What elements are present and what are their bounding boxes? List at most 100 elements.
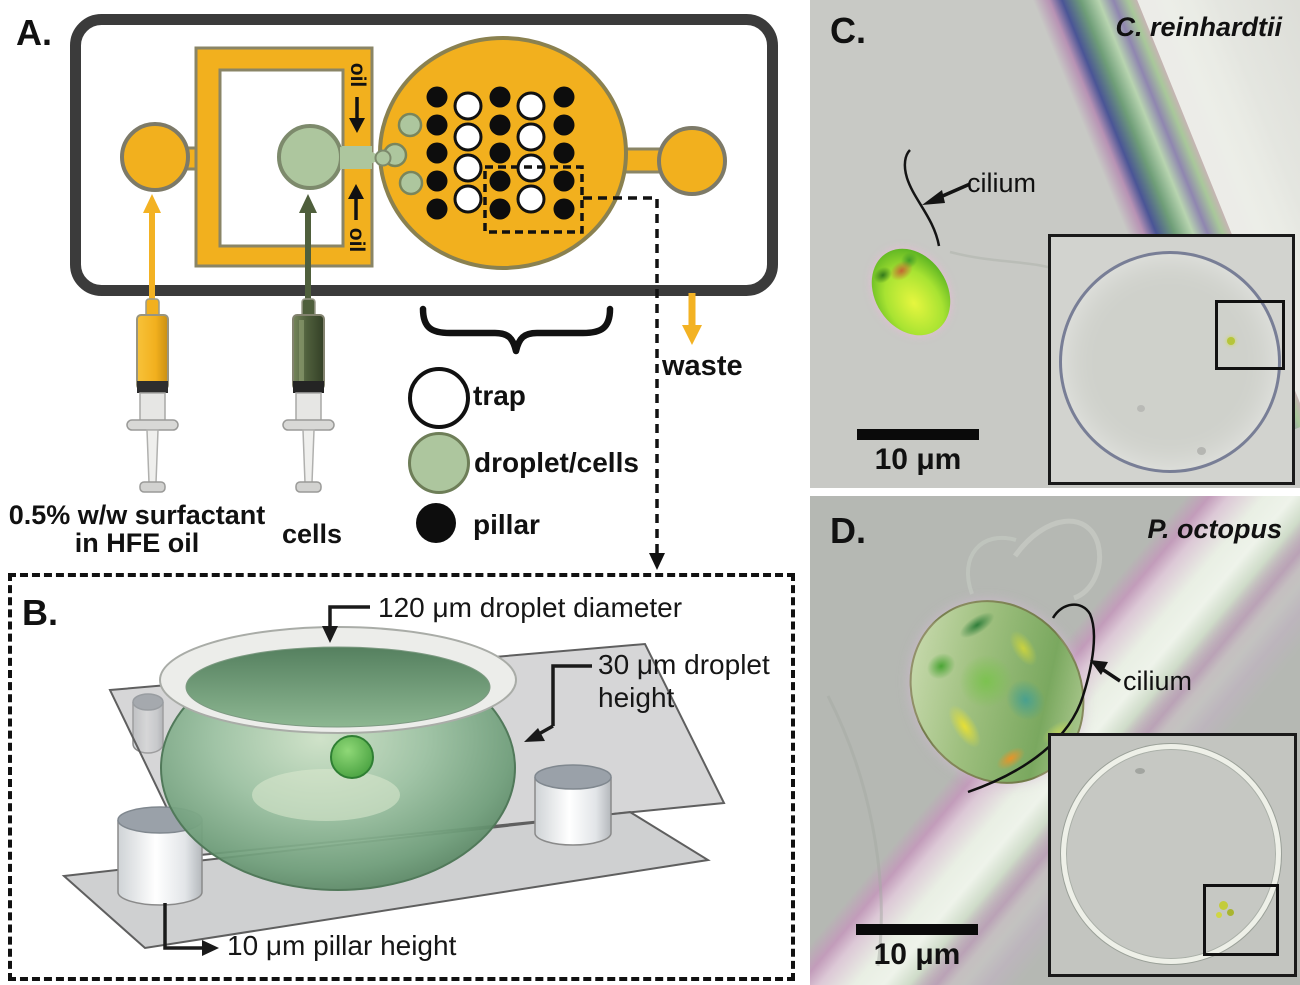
ghost-cilium-d2 <box>965 535 1017 595</box>
cilium-label-d: cilium <box>1123 666 1193 696</box>
scale-label-c: 10 μm <box>874 443 962 476</box>
oil-inlet-port <box>120 122 190 192</box>
waste-arrow-icon <box>682 293 702 345</box>
droplet-height-leader-icon <box>524 664 592 742</box>
trap-dot <box>516 91 546 121</box>
surfactant-label-line2: in HFE oil <box>74 528 200 558</box>
trapped-droplet <box>159 626 517 891</box>
legend-trap-symbol <box>408 367 470 429</box>
trap-dot <box>453 91 483 121</box>
pillar-dot <box>553 170 575 192</box>
waste-label: waste <box>662 350 743 382</box>
pillar-dot <box>489 86 511 108</box>
pillar-dot <box>426 114 448 136</box>
panel-b-drawing <box>61 605 726 956</box>
faint-second-cilium <box>949 250 1063 274</box>
pillar-dot <box>489 170 511 192</box>
legend-pillar-label: pillar <box>473 509 540 540</box>
trapped-cells-dot-d3 <box>1216 912 1222 918</box>
trapped-cells-dot-d2 <box>1227 909 1234 916</box>
panel-c-letter: C. <box>830 10 866 51</box>
cilium-line <box>903 149 941 247</box>
cells-inlet-arrow-icon <box>299 194 317 302</box>
pillar-dot <box>426 86 448 108</box>
pillar-dot <box>553 86 575 108</box>
panel-b-letter: B. <box>22 592 58 633</box>
cilium-line-d <box>967 603 1096 794</box>
debris-speck-c1 <box>1137 405 1145 412</box>
oil-flow-arrow-up-icon <box>348 184 364 220</box>
cilium-label-c: cilium <box>967 168 1037 198</box>
trap-dot <box>453 122 483 152</box>
pillar-height-leader-icon <box>163 903 219 956</box>
cell-in-droplet <box>330 735 374 779</box>
oil-flow-arrow-down-icon <box>349 97 365 133</box>
legend-pillar-symbol <box>416 503 456 543</box>
trap-dot <box>516 122 546 152</box>
pillar-height-label: 10 μm pillar height <box>227 930 457 961</box>
droplet-surface <box>185 646 491 728</box>
pillar-dot <box>553 198 575 220</box>
pillar-dot <box>489 198 511 220</box>
inset-droplet-circle-c <box>1059 251 1281 473</box>
legend-droplet-cells-label: droplet/cells <box>474 447 639 478</box>
oil-label-top: oil <box>346 62 369 88</box>
pillar-right <box>534 764 612 846</box>
cells-syringe <box>282 298 335 493</box>
droplet-height-label: 30 μm droplet height <box>598 649 770 713</box>
zoom-region-box <box>483 165 584 234</box>
ghost-cilium-d1 <box>1012 518 1102 601</box>
scale-bar-d <box>856 924 978 935</box>
trap-dot <box>453 153 483 183</box>
pillar-dot <box>553 114 575 136</box>
droplet-dot <box>397 112 423 138</box>
inset-zoom-square-c <box>1215 300 1285 370</box>
pillar-dot <box>553 142 575 164</box>
inset-droplet-circle-d <box>1061 744 1281 964</box>
waste-port <box>657 126 727 196</box>
droplet-junction-tongue <box>340 147 384 169</box>
trapped-cell-dot-c <box>1227 337 1235 345</box>
chamber-brace-icon <box>419 305 614 355</box>
trapped-cells-dot-d1 <box>1219 901 1228 910</box>
cilium-arrow-icon <box>922 182 971 205</box>
inset-zoom-square-d <box>1203 884 1279 956</box>
pillar-front-left <box>117 806 203 906</box>
panel-a-chip-drawing <box>70 14 778 570</box>
droplet-inner-glow <box>252 769 400 821</box>
surfactant-label-line1: 0.5% w/w surfactant <box>8 500 266 530</box>
panel-d-micrograph: cilium 10 μm D. P. octopus <box>810 496 1300 985</box>
debris-speck-d <box>1135 768 1145 774</box>
cilium-arrow-icon-d <box>1090 660 1121 683</box>
panel-a-letter: A. <box>16 12 52 53</box>
droplet-diameter-label: 120 μm droplet diameter <box>378 592 683 623</box>
oil-inlet-arrow-icon <box>143 194 161 302</box>
species-label-d: P. octopus <box>1147 514 1282 544</box>
cell-inlet-port <box>277 124 343 190</box>
panel-d-letter: D. <box>830 510 866 551</box>
debris-speck-c2 <box>1197 447 1206 455</box>
pillar-dot <box>489 142 511 164</box>
species-label-c: C. reinhardtii <box>1115 12 1282 42</box>
pillar-dot <box>426 198 448 220</box>
panel-d-cilium-layer <box>967 603 1121 794</box>
forming-droplet <box>374 149 392 167</box>
trap-dot <box>453 184 483 214</box>
zoom-connector-arrowhead-icon <box>649 553 665 570</box>
scale-label-d: 10 μm <box>873 938 961 971</box>
trap-dot <box>516 184 546 214</box>
legend-trap-label: trap <box>473 380 526 411</box>
cells-label: cells <box>281 519 343 549</box>
scale-bar-c <box>857 429 979 440</box>
oil-label-bottom: oil <box>345 227 368 253</box>
pillar-dot <box>489 114 511 136</box>
pillar-dot <box>426 170 448 192</box>
legend-droplet-cells-symbol <box>408 432 470 494</box>
panel-c-micrograph: cilium 10 μm C. C. reinhardtii <box>810 0 1300 488</box>
droplet-diameter-leader-icon <box>322 605 370 643</box>
inset-droplet-view-d <box>1048 733 1297 977</box>
oil-syringe <box>126 298 179 493</box>
droplet-dot <box>398 170 424 196</box>
inset-droplet-view-c <box>1048 234 1295 485</box>
